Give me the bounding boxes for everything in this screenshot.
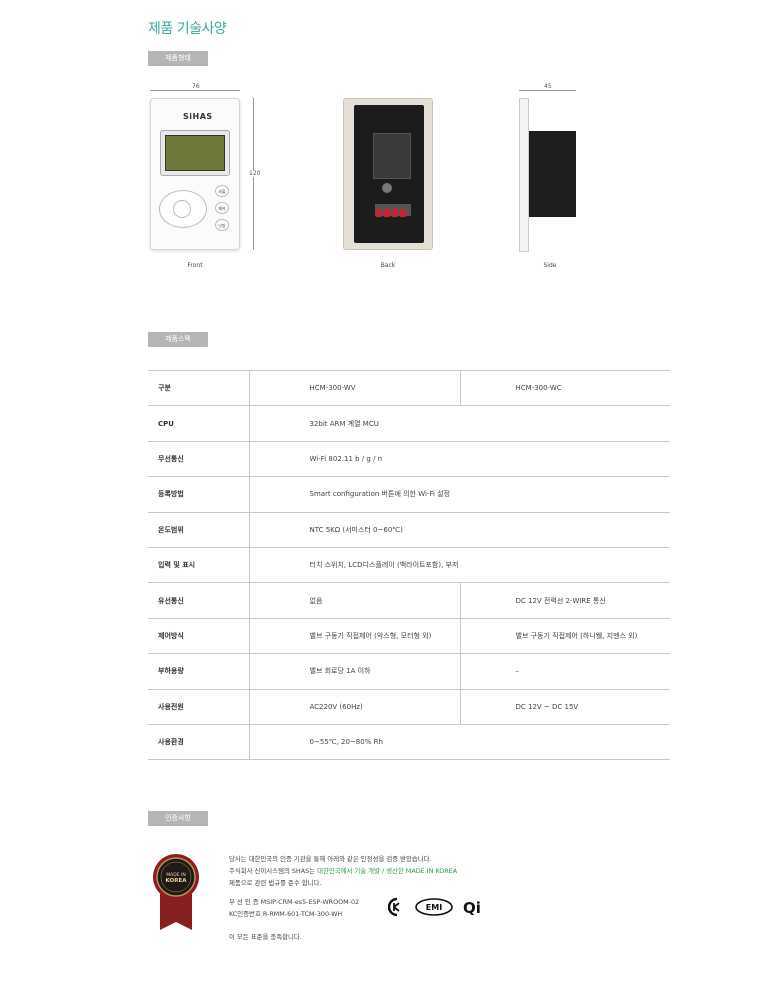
outing-button: 외출 (215, 185, 229, 197)
cert-closing: 이 모든 표준을 충족합니다. (229, 933, 302, 941)
spec-value: AC220V (60Hz) (309, 702, 363, 711)
terminal-block (375, 204, 411, 217)
cert-radio-number: 무 선 인 증 MSIP-CRM-es5-ESP-WROOM-02 (229, 898, 360, 906)
spec-row: 사용환경 0~55℃, 20~80% Rh (148, 724, 670, 760)
spec-row: 온도범위 NTC 5KΩ (서미스터 0~60℃) (148, 512, 670, 548)
badge-line2: KOREA (166, 878, 188, 884)
spec-row: CPU 32bit ARM 계열 MCU (148, 405, 670, 442)
side-caption: Side (543, 262, 557, 269)
brand-logo: SiHAS (183, 112, 213, 121)
spec-label: 유선통신 (148, 582, 250, 619)
spec-value-alt: DC 12V 전력선 2-WIRE 통신 (459, 582, 670, 619)
width-dimension: 76 (192, 83, 200, 90)
badge-line1: MADE IN (166, 872, 185, 878)
spec-value: Wi-Fi 802.11 b / g / n (309, 454, 383, 463)
emi-mark-icon: EMI (415, 898, 453, 916)
section-label-cert: 인증사항 (148, 811, 208, 826)
spec-value: 없음 (309, 596, 323, 605)
heating-button: 난방 (215, 219, 229, 231)
section-label-form: 제품형태 (148, 51, 208, 66)
spec-row: 유선통신 없음 DC 12V 전력선 2-WIRE 통신 (148, 582, 670, 619)
spec-value-alt: HCM-300-WC (459, 370, 670, 406)
depth-dimension: 45 (544, 83, 552, 90)
spec-row: 사용전원 AC220V (60Hz) DC 12V ~ DC 15V (148, 689, 670, 725)
width-dimension-line (150, 90, 240, 91)
spec-value-alt: 밸브 구동기 직접제어 (하니웰, 지멘스 외) (459, 618, 670, 654)
spec-value: 밸브 구동기 직접제어 (악스형, 모터형 외) (309, 631, 432, 640)
spec-value-alt: – (459, 653, 670, 690)
qi-mark-icon: Qi (463, 899, 480, 917)
spec-row: 무선통신 Wi-Fi 802.11 b / g / n (148, 441, 670, 477)
spec-label: 사용환경 (148, 724, 250, 760)
spec-label: 온도범위 (148, 512, 250, 548)
cert-intro-line2-text: 주식회사 신이시스템의 SHAS는 (229, 867, 318, 875)
made-in-korea-badge: MADE IN KOREA (153, 854, 199, 930)
spec-value: 32bit ARM 계열 MCU (309, 419, 379, 428)
spec-value: Smart configuration 버튼에 의한 Wi-Fi 설정 (309, 490, 451, 499)
dial-center (173, 200, 191, 218)
spec-value: 0~55℃, 20~80% Rh (309, 738, 383, 747)
back-connector (382, 183, 392, 193)
qi-mark-label: Qi (463, 899, 480, 917)
spec-label: 부하용량 (148, 653, 250, 690)
lcd-display (165, 135, 225, 171)
spec-row: 입력 및 표시 터치 스위치, LCD디스플레이 (백라이트포함), 부저 (148, 547, 670, 583)
spec-label: 구분 (148, 370, 250, 406)
spec-row: 등록방법 Smart configuration 버튼에 의한 Wi-Fi 설정 (148, 476, 670, 513)
spec-label: 입력 및 표시 (148, 547, 250, 583)
reserve-button: 예약 (215, 202, 229, 214)
cert-intro-line1: 당사는 대한민국의 인증 기관을 통해 아래와 같은 안정성을 검증 받았습니다… (229, 855, 432, 863)
spec-label: 사용전원 (148, 689, 250, 725)
emi-mark-label: EMI (426, 903, 442, 912)
back-circuit-window (373, 133, 411, 179)
spec-label: CPU (148, 405, 250, 442)
side-housing (529, 131, 576, 217)
spec-value: HCM-300-WV (309, 384, 356, 393)
height-dimension: 120 (249, 170, 261, 177)
section-label-spec: 제품스펙 (148, 332, 208, 347)
spec-row: 부하용량 밸브 회로당 1A 이하 – (148, 653, 670, 690)
spec-value-alt: DC 12V ~ DC 15V (459, 689, 670, 725)
spec-row: 구분 HCM-300-WV HCM-300-WC (148, 370, 670, 406)
spec-row: 제어방식 밸브 구동기 직접제어 (악스형, 모터형 외) 밸브 구동기 직접제어 … (148, 618, 670, 654)
spec-value: 터치 스위치, LCD디스플레이 (백라이트포함), 부저 (309, 561, 459, 570)
cert-kc-number: KC인증번호 R-RMM-601-TCM-300-WH (229, 910, 343, 918)
spec-label: 등록방법 (148, 476, 250, 513)
spec-value: NTC 5KΩ (서미스터 0~60℃) (309, 525, 403, 534)
front-caption: Front (187, 262, 203, 269)
spec-label: 제어방식 (148, 618, 250, 654)
page-title: 제품 기술사양 (148, 21, 227, 37)
cert-intro-line2: 주식회사 신이시스템의 SHAS는 대한민국에서 기술 개발 / 생산한 MAD… (229, 866, 457, 875)
cert-intro-highlight: 대한민국에서 기술 개발 / 생산한 MADE IN KOREA (317, 867, 458, 875)
spec-label: 무선통신 (148, 441, 250, 477)
spec-table: 구분 HCM-300-WV HCM-300-WC CPU 32bit ARM 계열 MC… (148, 370, 670, 760)
back-caption: Back (380, 262, 396, 269)
spec-value: 밸브 회로당 1A 이하 (309, 667, 371, 676)
kc-mark-icon (388, 897, 400, 917)
side-plate (519, 98, 529, 252)
depth-dimension-line (519, 90, 576, 91)
cert-intro-line3: 제품으로 관련 법규를 준수 합니다. (229, 879, 322, 887)
